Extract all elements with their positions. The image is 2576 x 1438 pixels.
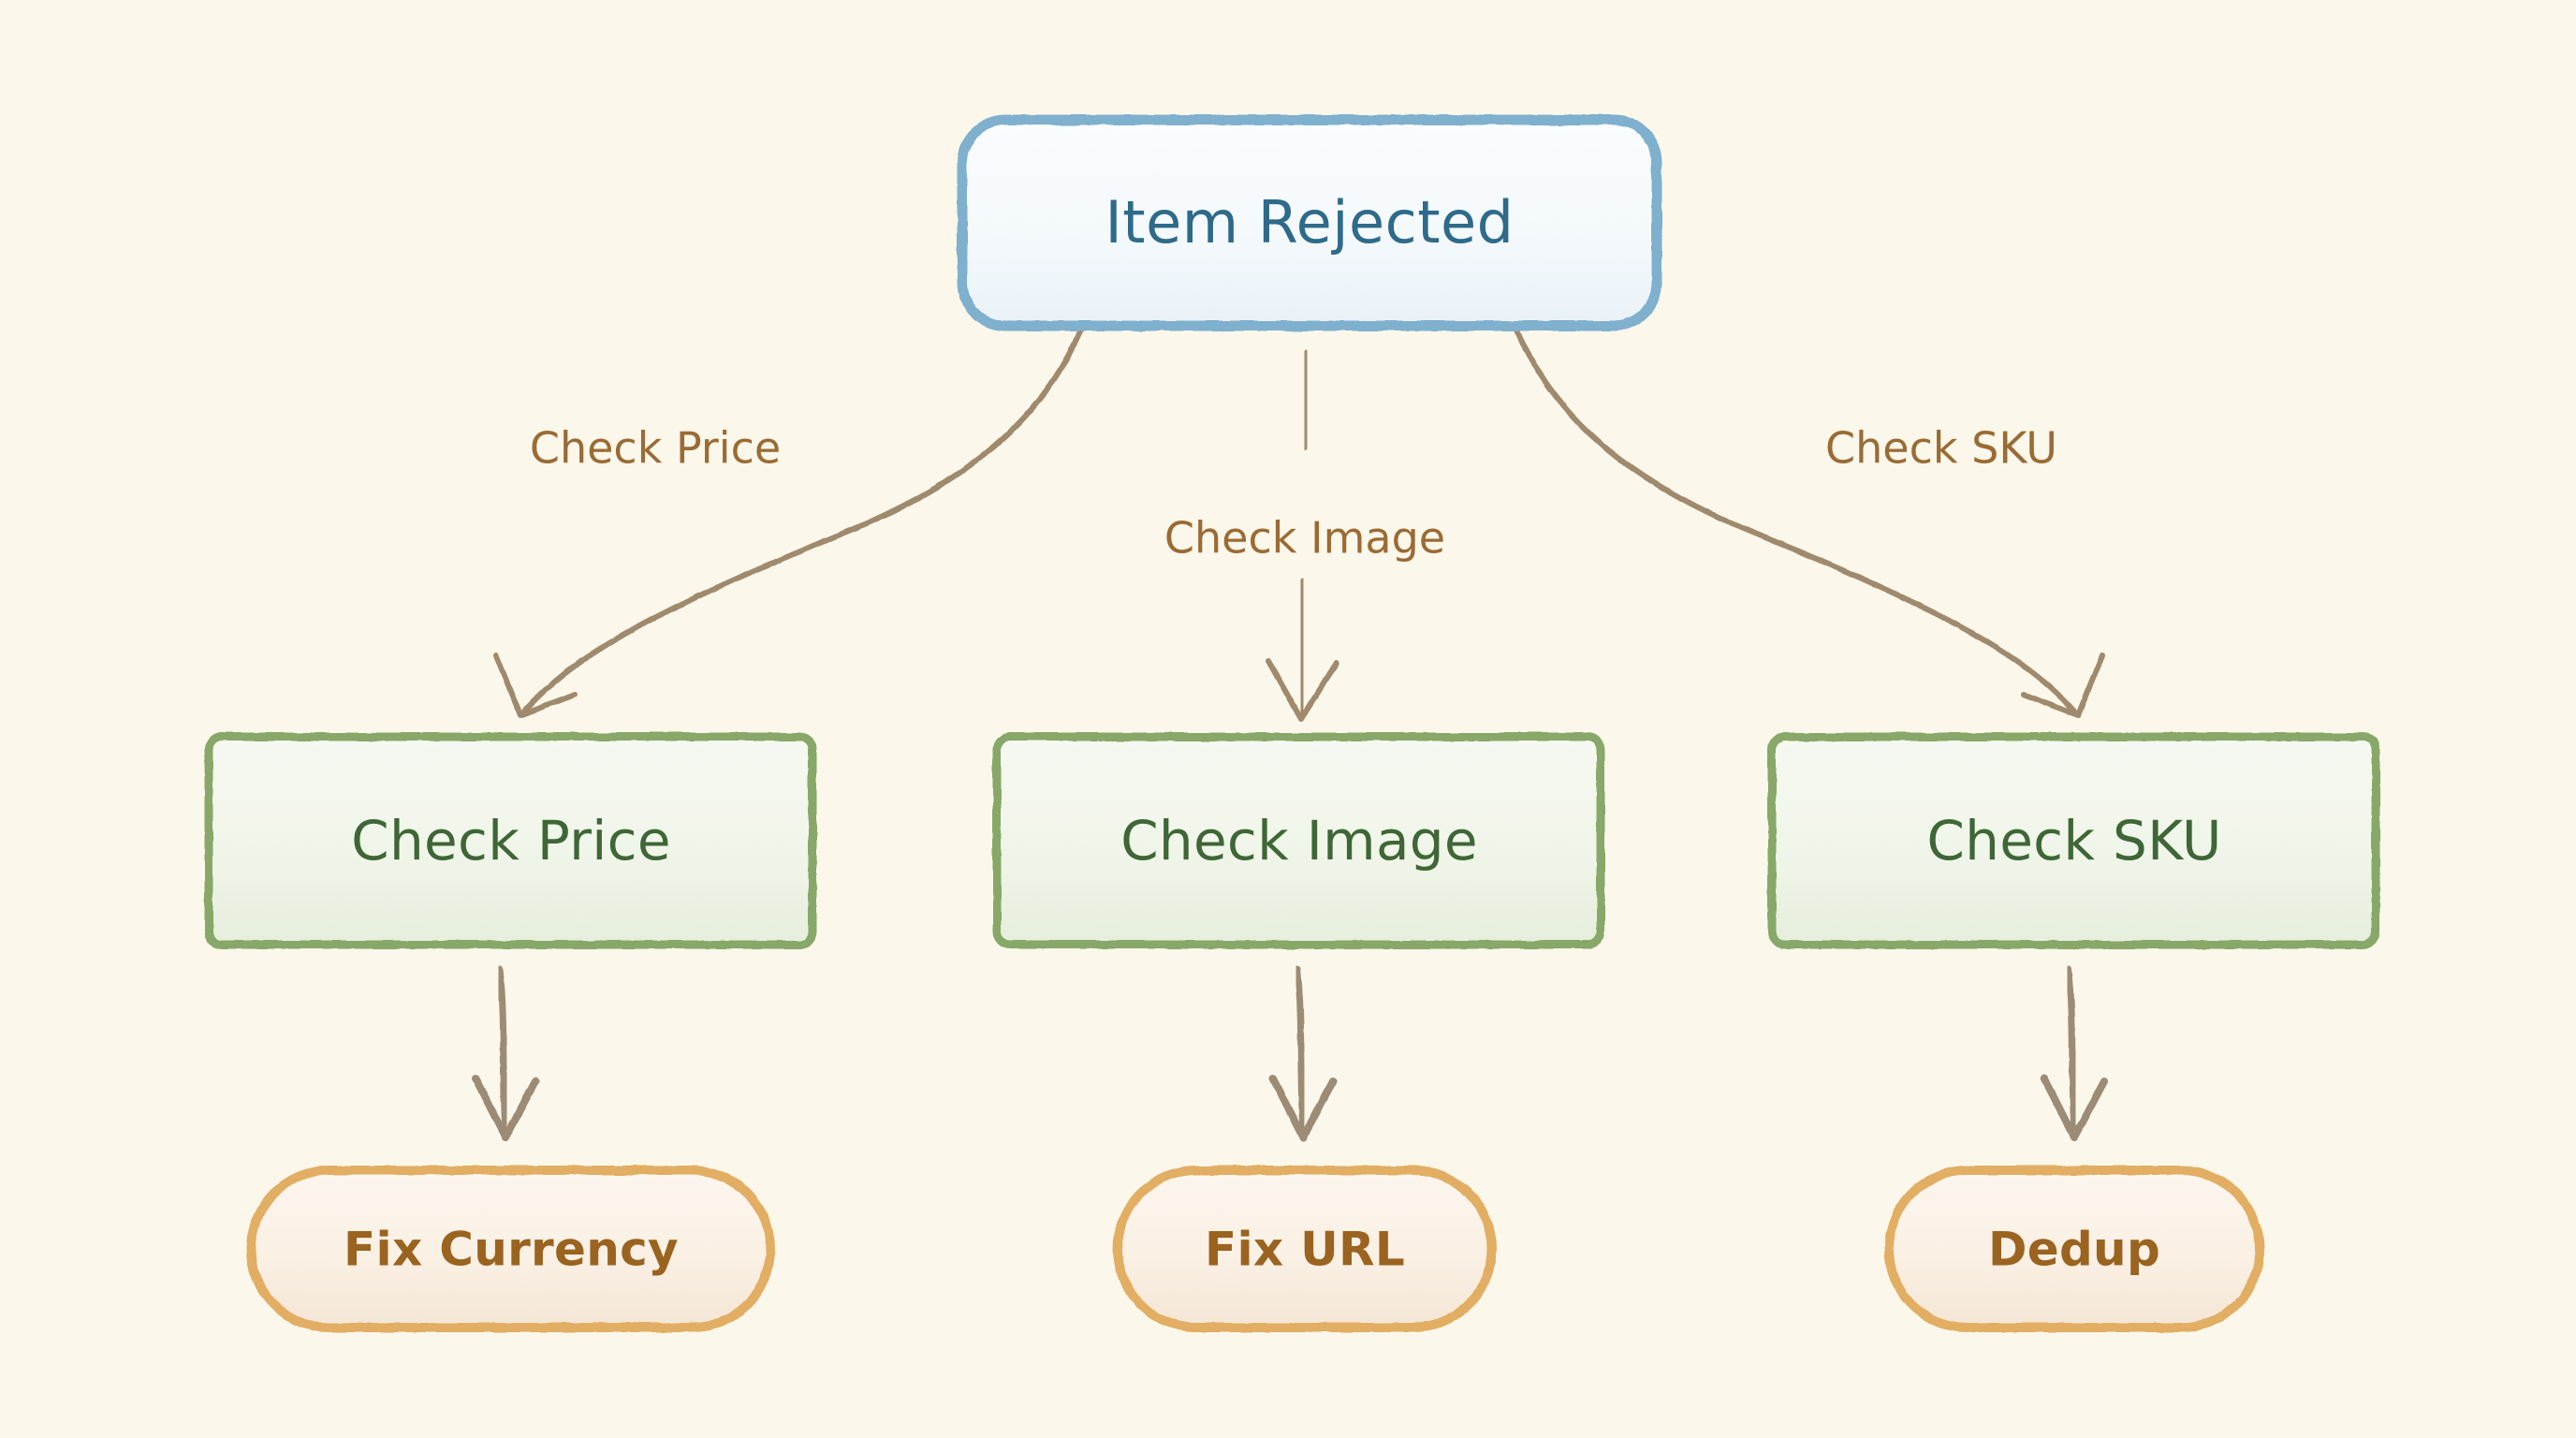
node-check-sku[interactable]: Check SKU [1767,732,2380,949]
edge-image-url-arrowhead [1269,1075,1337,1141]
edge-root-price: Check Price [468,327,1084,718]
node-check-price-label: Check Price [351,809,671,873]
edge-sku-dedup-path [2065,965,2078,1135]
edge-label-check-image: Check Image [1164,513,1445,564]
edge-root-sku-path [1514,327,2077,714]
node-fix-url[interactable]: Fix URL [1113,1166,1497,1332]
node-item-rejected[interactable]: Item Rejected [957,114,1662,331]
node-fix-currency[interactable]: Fix Currency [246,1166,775,1332]
edge-root-image-arrowhead [1266,658,1339,722]
edge-root-image-label-bg [1086,483,1526,556]
node-item-rejected-shape[interactable] [957,114,1662,331]
edge-price-currency [472,965,539,1141]
edge-root-sku-label-bg [1758,412,2125,483]
edge-root-image-path-lower [1298,578,1306,716]
edge-label-check-price: Check Price [530,423,781,474]
node-check-image-shape[interactable] [992,732,1605,949]
edge-root-price-label-bg [468,412,844,483]
node-dedup-shape[interactable] [1884,1166,2264,1332]
node-fix-currency-shape[interactable] [246,1166,775,1332]
node-check-sku-label: Check SKU [1926,809,2221,873]
edge-sku-dedup-arrowhead [2041,1075,2108,1141]
node-check-image-label: Check Image [1120,809,1478,873]
node-check-image[interactable]: Check Image [992,732,1605,949]
edge-sku-dedup [2041,965,2108,1141]
edge-root-price-path [521,327,1084,714]
edge-price-currency-arrowhead [472,1075,539,1141]
edge-image-url-path [1294,965,1307,1135]
edge-root-sku: Check SKU [1514,327,2125,718]
node-dedup-label: Dedup [1988,1223,2160,1277]
node-check-price-shape[interactable] [204,732,817,949]
node-fix-url-label: Fix URL [1205,1223,1405,1277]
node-item-rejected-label: Item Rejected [1105,188,1514,257]
edge-image-url [1269,965,1337,1141]
edge-root-sku-arrowhead [2021,653,2105,718]
edge-label-check-sku: Check SKU [1825,423,2057,474]
node-check-price[interactable]: Check Price [204,732,817,949]
node-dedup[interactable]: Dedup [1884,1166,2264,1332]
edge-price-currency-path [496,965,509,1135]
node-fix-currency-label: Fix Currency [344,1223,679,1277]
node-fix-url-shape[interactable] [1113,1166,1497,1332]
edge-root-image: Check Image [1086,349,1526,722]
edge-root-price-arrowhead [493,653,578,718]
edge-root-image-path-upper [1302,349,1310,450]
node-check-sku-shape[interactable] [1767,732,2380,949]
